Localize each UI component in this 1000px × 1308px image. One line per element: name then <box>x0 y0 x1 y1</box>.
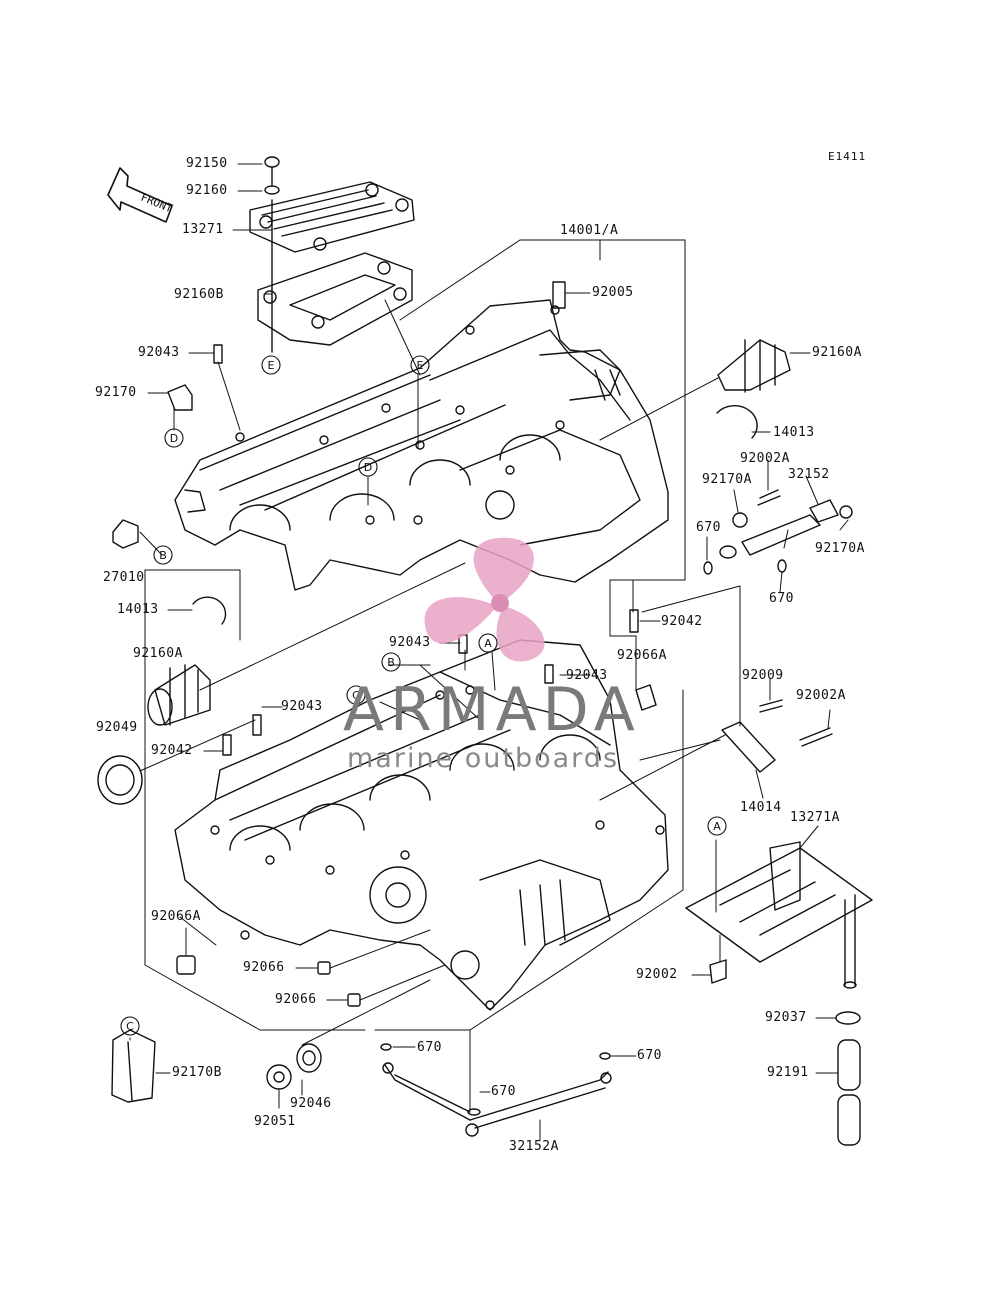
part-label[interactable]: 92066 <box>243 960 285 975</box>
part-label[interactable]: 92150 <box>186 156 228 171</box>
part-label[interactable]: 92042 <box>661 614 703 629</box>
part-label[interactable]: 92160A <box>133 646 183 661</box>
part-label[interactable]: 32152 <box>788 467 830 482</box>
ref-letter: D <box>170 432 178 445</box>
part-label[interactable]: 92002 <box>636 967 678 982</box>
leader-lines <box>129 163 849 1141</box>
oil-line-part <box>703 489 853 575</box>
ref-letter: E <box>268 359 275 372</box>
ref-letter: B <box>159 549 167 562</box>
lower-crankcase-part <box>174 639 669 1011</box>
part-label[interactable]: 92005 <box>592 285 634 300</box>
ref-circles <box>120 355 727 1036</box>
breather-cover-part <box>249 156 415 253</box>
part-label[interactable]: 32152A <box>509 1139 559 1154</box>
part-label[interactable]: 14013 <box>773 425 815 440</box>
part-label[interactable]: 14014 <box>740 800 782 815</box>
part-label[interactable]: 92170 <box>95 385 137 400</box>
part-label[interactable]: 670 <box>696 520 721 535</box>
oil-hose-part <box>835 1011 861 1146</box>
part-label[interactable]: 92170B <box>172 1065 222 1080</box>
part-label[interactable]: 92009 <box>742 668 784 683</box>
part-label[interactable]: 13271A <box>790 810 840 825</box>
part-label[interactable]: 92170A <box>815 541 865 556</box>
diagram-code: E1411 <box>828 150 867 163</box>
part-label[interactable]: 14001/A <box>560 223 619 238</box>
part-label[interactable]: 92191 <box>767 1065 809 1080</box>
brand-logo-icon <box>424 537 545 662</box>
brand-watermark-name: ARMADA <box>343 675 641 745</box>
part-label[interactable]: 670 <box>637 1048 662 1063</box>
ref-letter: C <box>126 1020 134 1033</box>
ref-letter: B <box>387 656 395 669</box>
shaft-seal-part <box>97 339 791 805</box>
part-label[interactable]: 92160 <box>186 183 228 198</box>
part-label[interactable]: 92043 <box>281 699 323 714</box>
breather-gasket-part <box>257 252 413 346</box>
oil-screen-part <box>685 841 873 989</box>
part-label[interactable]: 92170A <box>702 472 752 487</box>
part-label[interactable]: 27010 <box>103 570 145 585</box>
oil-pipe-part <box>380 1043 612 1137</box>
part-label[interactable]: 92002A <box>740 451 790 466</box>
part-label[interactable]: 670 <box>417 1040 442 1055</box>
part-label[interactable]: 92051 <box>254 1114 296 1129</box>
brand-watermark-tagline: marine outboards <box>347 743 620 774</box>
part-label[interactable]: 92043 <box>389 635 431 650</box>
upper-crankcase-part <box>174 299 669 591</box>
part-label[interactable]: 92066A <box>617 648 667 663</box>
part-label[interactable]: 670 <box>769 591 794 606</box>
ref-letter: C <box>352 689 360 702</box>
part-label[interactable]: 92066 <box>275 992 317 1007</box>
part-label[interactable]: 92043 <box>566 668 608 683</box>
part-label[interactable]: 14013 <box>117 602 159 617</box>
ref-letter: A <box>713 820 721 833</box>
part-label[interactable]: 92002A <box>796 688 846 703</box>
part-label[interactable]: 92160B <box>174 287 224 302</box>
part-label[interactable]: 13271 <box>182 222 224 237</box>
part-label[interactable]: 92160A <box>812 345 862 360</box>
part-label[interactable]: 92046 <box>290 1096 332 1111</box>
ref-letter: E <box>417 359 424 372</box>
part-label[interactable]: 670 <box>491 1084 516 1099</box>
part-label[interactable]: 92037 <box>765 1010 807 1025</box>
part-label[interactable]: 92049 <box>96 720 138 735</box>
part-label[interactable]: 92066A <box>151 909 201 924</box>
front-arrow-icon <box>107 167 173 223</box>
ref-letter: A <box>484 637 492 650</box>
part-label[interactable]: 92042 <box>151 743 193 758</box>
part-label[interactable]: 92043 <box>138 345 180 360</box>
ref-letter: D <box>364 461 372 474</box>
